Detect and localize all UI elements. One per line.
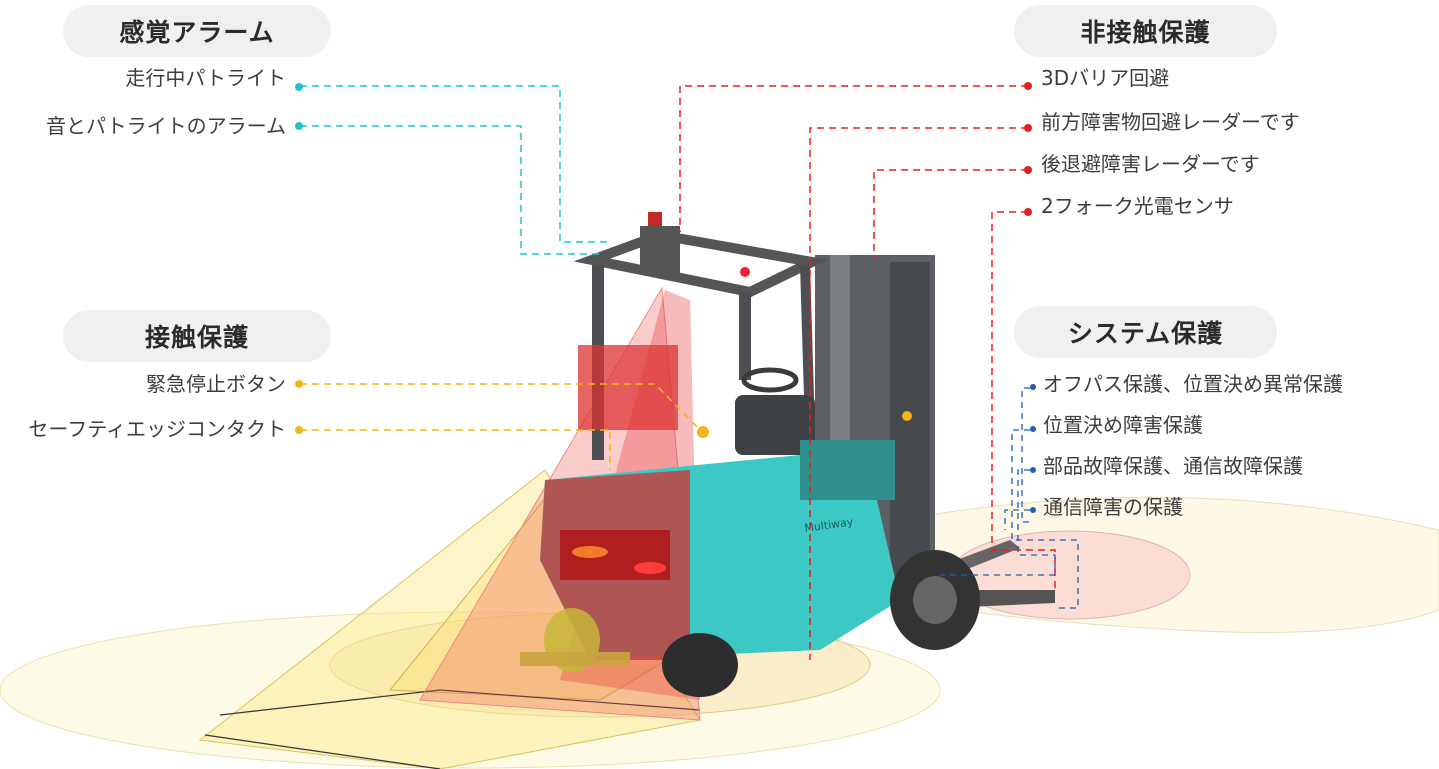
ground-outline-2 [204, 734, 441, 769]
forklift [520, 212, 1055, 697]
system-item-component-comm-fault: 部品故障保護、通信故障保護 [1043, 454, 1303, 478]
sensory-leaders [300, 85, 610, 255]
noncontact-item-front-radar: 前方障害物回避レーダーです [1041, 110, 1300, 134]
contact-protection-title: 接触保護 [63, 310, 331, 362]
noncontact-item-rear-radar: 後退避障害レーダーです [1041, 152, 1260, 176]
noncontact-dot-3 [1024, 166, 1032, 174]
system-item-offpath-positioning: オフパス保護、位置決め異常保護 [1043, 372, 1343, 396]
system-leaders [940, 387, 1079, 609]
system-item-comm-obstacle: 通信障害の保護 [1043, 495, 1183, 519]
sensory-dot-2 [295, 122, 303, 130]
noncontact-dot-2 [1024, 124, 1032, 132]
sensory-item-sound-light-alarm: 音とパトライトのアラーム [46, 114, 286, 138]
sensory-item-patrol-light: 走行中パトライト [125, 66, 286, 90]
system-dot-1 [1030, 384, 1036, 390]
contact-leaders [300, 383, 701, 470]
contact-item-emergency-stop: 緊急停止ボタン [146, 372, 286, 396]
ground-outline [219, 689, 701, 716]
system-item-positioning-fault: 位置決め障害保護 [1043, 413, 1203, 437]
noncontact-item-3d-barrier: 3Dバリア回避 [1041, 66, 1170, 90]
system-dot-4 [1030, 507, 1036, 513]
noncontact-item-fork-photo-sensor: 2フォーク光電センサ [1041, 194, 1234, 218]
contact-dot-2 [295, 426, 303, 434]
noncontact-dot-4 [1024, 208, 1032, 216]
system-dot-2 [1030, 426, 1036, 432]
noncontact-dot-1 [1024, 82, 1032, 90]
system-protection-title: システム保護 [1014, 306, 1277, 358]
sensory-alarm-title: 感覚アラーム [63, 5, 331, 57]
noncontact-protection-title: 非接触保護 [1014, 5, 1277, 57]
contact-dot-1 [295, 380, 303, 388]
contact-item-safety-edge: セーフティエッジコンタクト [28, 417, 286, 441]
system-dot-3 [1030, 467, 1036, 473]
sensory-dot-1 [295, 83, 303, 91]
